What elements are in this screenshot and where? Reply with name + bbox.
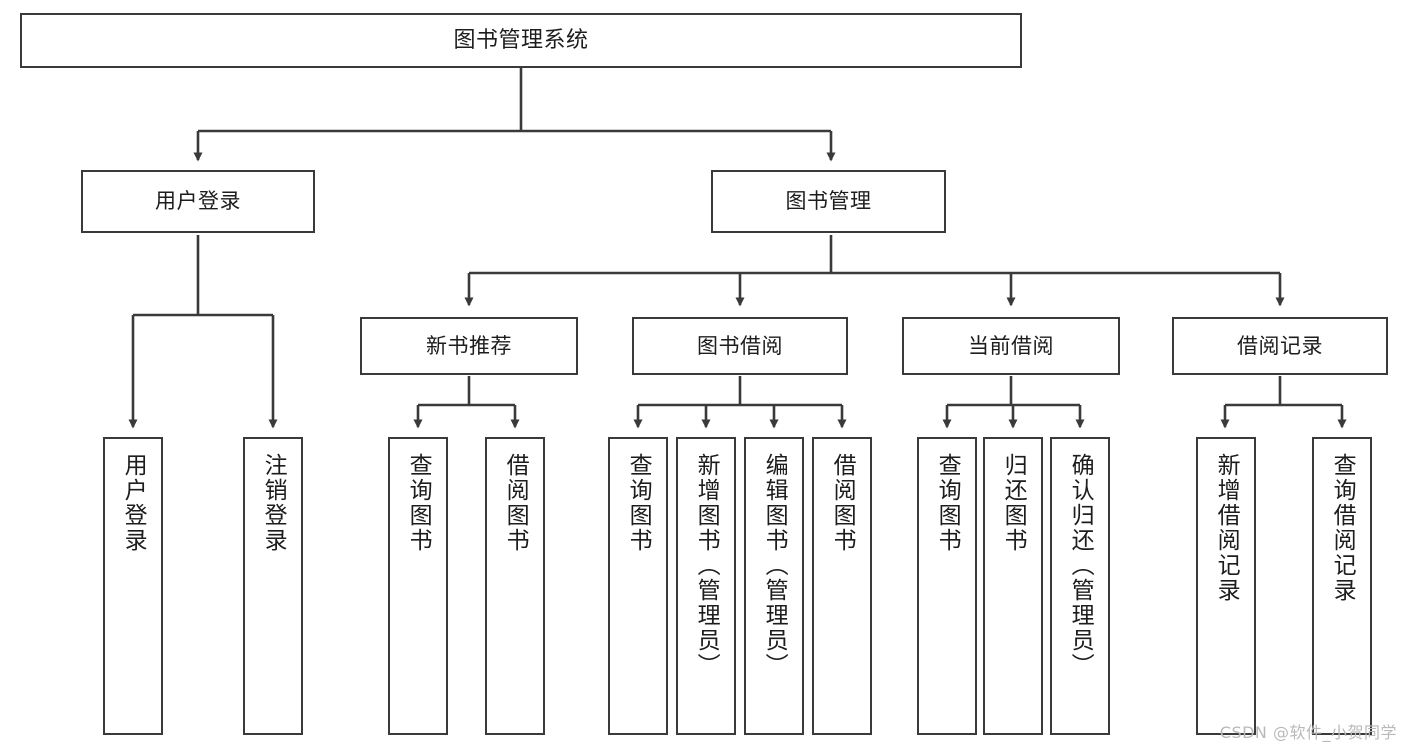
leaf-query-book-borrow[interactable]: 查询图书 xyxy=(608,437,668,735)
node-label: 归还图书 xyxy=(1000,453,1027,553)
node-label: 新增借阅记录 xyxy=(1213,453,1240,603)
node-new-book-recommend[interactable]: 新书推荐 xyxy=(360,317,578,375)
node-label: 借阅记录 xyxy=(1237,333,1323,358)
leaf-add-book[interactable]: 新增图书（管理员） xyxy=(676,437,736,735)
csdn-watermark: CSDN @软件_小贺同学 xyxy=(1219,723,1397,742)
node-label: 查询借阅记录 xyxy=(1329,453,1356,603)
leaf-query-borrow-record[interactable]: 查询借阅记录 xyxy=(1312,437,1372,735)
node-label: 注销登录 xyxy=(260,453,287,553)
leaf-add-borrow-record[interactable]: 新增借阅记录 xyxy=(1196,437,1256,735)
node-book-borrow[interactable]: 图书借阅 xyxy=(632,317,848,375)
node-label: 图书管理 xyxy=(785,189,872,214)
node-label: 查询图书 xyxy=(625,453,652,553)
leaf-query-book-recommend[interactable]: 查询图书 xyxy=(388,437,448,735)
node-label: 图书管理系统 xyxy=(453,27,589,53)
node-label: 借阅图书 xyxy=(502,453,529,553)
node-label: 查询图书 xyxy=(405,453,432,553)
leaf-user-login[interactable]: 用户登录 xyxy=(103,437,163,735)
node-label: 编辑图书（管理员） xyxy=(761,453,788,678)
node-label: 用户登录 xyxy=(155,189,241,214)
node-book-manage[interactable]: 图书管理 xyxy=(711,170,946,233)
leaf-logout-login[interactable]: 注销登录 xyxy=(243,437,303,735)
leaf-confirm-return[interactable]: 确认归还（管理员） xyxy=(1050,437,1110,735)
node-label: 查询图书 xyxy=(934,453,961,553)
node-user-login[interactable]: 用户登录 xyxy=(81,170,315,233)
node-label: 当前借阅 xyxy=(968,333,1054,358)
node-label: 图书借阅 xyxy=(697,333,783,358)
node-current-borrow[interactable]: 当前借阅 xyxy=(902,317,1120,375)
leaf-edit-book[interactable]: 编辑图书（管理员） xyxy=(744,437,804,735)
node-label: 用户登录 xyxy=(120,453,147,553)
node-label: 借阅图书 xyxy=(829,453,856,553)
leaf-query-book-current[interactable]: 查询图书 xyxy=(917,437,977,735)
leaf-borrow-book-recommend[interactable]: 借阅图书 xyxy=(485,437,545,735)
node-label: 新增图书（管理员） xyxy=(693,453,720,678)
node-label: 新书推荐 xyxy=(426,333,512,358)
leaf-return-book[interactable]: 归还图书 xyxy=(983,437,1043,735)
node-label: 确认归还（管理员） xyxy=(1067,453,1094,678)
node-root-system[interactable]: 图书管理系统 xyxy=(20,13,1022,68)
node-borrow-record[interactable]: 借阅记录 xyxy=(1172,317,1388,375)
leaf-borrow-book[interactable]: 借阅图书 xyxy=(812,437,872,735)
